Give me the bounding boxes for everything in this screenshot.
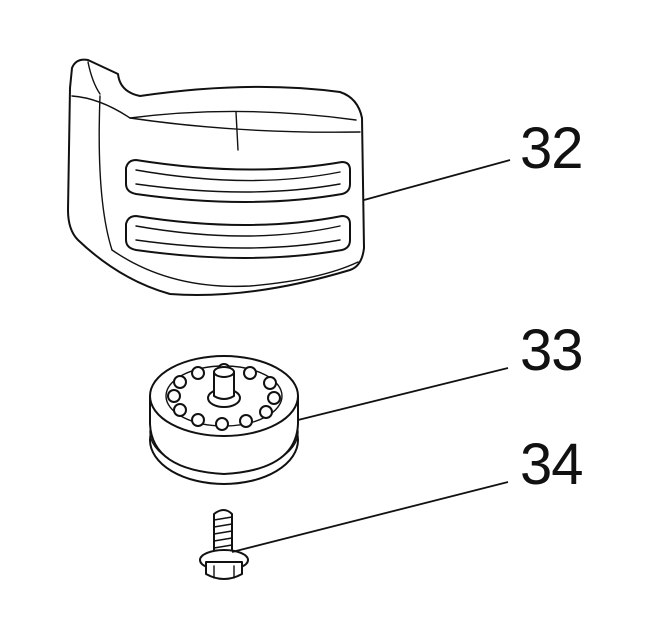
leader-line-34 xyxy=(231,481,509,553)
part-33-wheel-illustration xyxy=(149,355,299,485)
leader-line-33 xyxy=(297,367,509,421)
part-32-cover-illustration xyxy=(67,58,365,296)
callout-32: 32 xyxy=(520,116,583,181)
wheel-holes xyxy=(167,363,281,431)
part-34-screw-illustration xyxy=(199,509,249,580)
leader-line-32 xyxy=(363,159,511,201)
callout-33: 33 xyxy=(520,318,583,383)
callout-34: 34 xyxy=(520,432,583,497)
